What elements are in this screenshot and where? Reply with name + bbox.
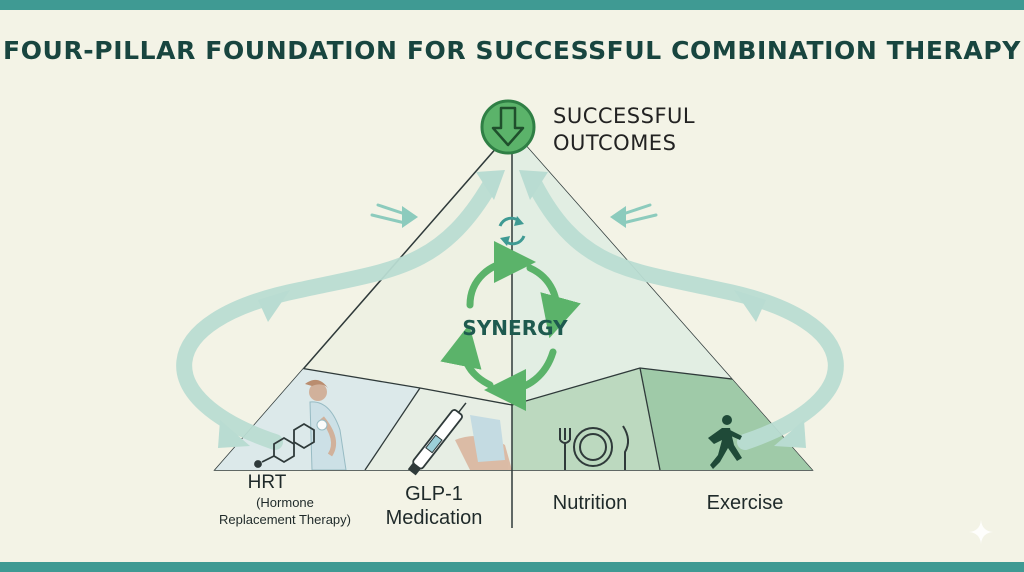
nutrition-label: Nutrition [552,492,628,514]
right-flow-arrow [519,170,844,450]
fork-plate-knife-icon [559,425,629,470]
molecule-icon [254,422,315,468]
sparkle-icon [969,520,993,544]
running-person-icon [708,415,742,469]
nutrition-panel [512,368,660,470]
left-flow-arrow [176,170,505,450]
synergy-label: SYNERGY [462,316,568,340]
exercise-label: Exercise [706,492,784,514]
hrt-sub-line-1: (Hormone [256,495,314,510]
hrt-sub-line-2: Replacement Therapy) [219,512,351,527]
synergy-cycle-icon [440,241,581,411]
glp-line-2: Medication [385,507,483,529]
arm-illustration [455,415,512,470]
outcome-line-1: SUCCESSFUL [553,104,696,128]
page-title: FOUR-PILLAR FOUNDATION FOR SUCCESSFUL CO… [3,36,1021,65]
left-inward-arrows-icon [370,203,418,228]
top-accent-bar [0,0,1024,10]
glp-line-1: GLP-1 [405,483,463,505]
down-arrow-circle-icon [480,99,536,155]
outcome-label: SUCCESSFUL OUTCOMES [553,103,695,157]
right-inward-arrows-icon [610,203,658,228]
hrt-label: HRT [247,472,287,493]
bottom-accent-bar [0,562,1024,572]
pen-injector-icon [407,402,467,476]
hrt-sublabel: (Hormone Replacement Therapy) [205,494,365,528]
outcome-line-2: OUTCOMES [553,131,677,155]
glp-label: GLP-1 Medication [364,482,504,530]
woman-illustration [305,379,347,470]
